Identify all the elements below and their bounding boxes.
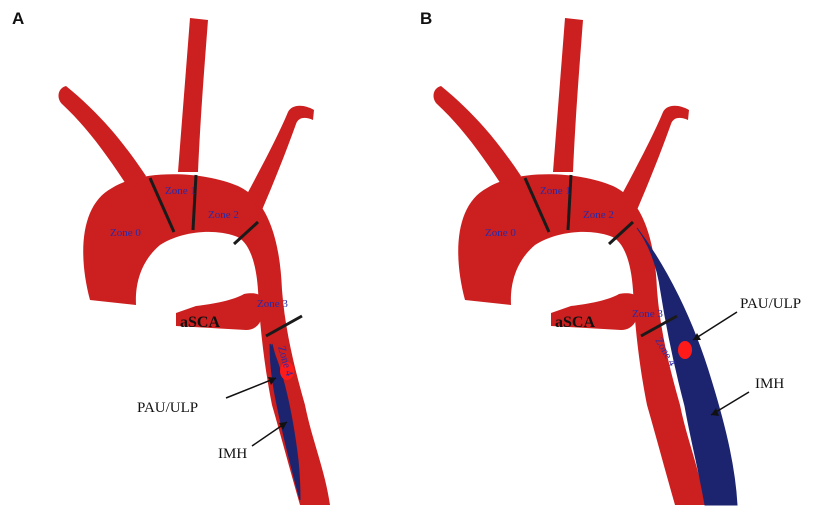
zone-1-label: Zone 1 xyxy=(165,185,196,197)
brachiocephalic-artery xyxy=(433,86,521,190)
aorta-vessel xyxy=(58,18,331,506)
aberrant-subclavian-artery xyxy=(551,293,639,330)
zone-boundaries xyxy=(148,174,303,338)
asca-label: aSCA xyxy=(555,314,595,331)
panel-a: A Zone 0 Zone 1 Zone 2 xyxy=(0,0,414,530)
ulcer-arrow xyxy=(692,311,738,341)
hematoma-label: IMH xyxy=(218,446,247,462)
zone-2-label: Zone 2 xyxy=(583,209,614,221)
aortic-arch-diagram-a: A Zone 0 Zone 1 Zone 2 xyxy=(12,9,331,506)
ulcer-arrow xyxy=(225,377,277,399)
zone-boundary-1-2 xyxy=(191,174,198,231)
ulcer-label: PAU/ULP xyxy=(740,296,801,312)
penetrating-ulcer xyxy=(280,362,294,380)
aberrant-subclavian-artery xyxy=(176,293,264,330)
zone-3-label: Zone 3 xyxy=(632,308,663,320)
aortic-arch xyxy=(83,174,331,506)
left-common-carotid-artery xyxy=(178,18,208,172)
zone-boundary-3-4 xyxy=(640,314,678,338)
intramural-hematoma xyxy=(636,227,738,506)
penetrating-ulcer xyxy=(678,341,692,359)
zone-boundary-1-2 xyxy=(566,174,573,231)
ulcer-arrow-head xyxy=(693,333,701,340)
zone-0-label: Zone 0 xyxy=(485,227,516,239)
zone-2-label: Zone 2 xyxy=(208,209,239,221)
zone-boundaries xyxy=(523,174,678,338)
panel-letter: A xyxy=(12,9,24,28)
left-common-carotid-artery xyxy=(553,18,583,172)
zone-boundary-0-1 xyxy=(523,177,551,233)
ulcer-arrow-head xyxy=(268,377,276,385)
intramural-hematoma-band xyxy=(269,343,301,501)
panel-b: B Zone 0 Zone 1 Zone 2 Zone 3 Zone 4 aSC… xyxy=(375,0,801,530)
zone-boundary-2-3 xyxy=(232,220,260,246)
ulcer-label: PAU/ULP xyxy=(137,400,198,416)
aortic-arch xyxy=(458,174,705,506)
aortic-arch-diagram-b: B Zone 0 Zone 1 Zone 2 Zone 3 Zone 4 aSC… xyxy=(420,9,801,506)
panel-letter: B xyxy=(420,9,432,28)
hematoma-arrow-head xyxy=(279,422,287,430)
left-subclavian-artery xyxy=(246,105,314,210)
zone-boundary-2-3 xyxy=(607,220,635,246)
hematoma-arrow xyxy=(710,391,750,416)
zone-1-label: Zone 1 xyxy=(540,185,571,197)
left-subclavian-artery xyxy=(621,105,689,210)
brachiocephalic-artery xyxy=(58,86,146,190)
hematoma-label: IMH xyxy=(755,376,784,392)
zone-boundary-3-4 xyxy=(265,314,303,338)
asca-label: aSCA xyxy=(180,314,220,331)
zone-0-label: Zone 0 xyxy=(110,227,141,239)
zone-3-label: Zone 3 xyxy=(257,298,288,310)
hematoma-arrow-head xyxy=(711,408,719,416)
zone-boundary-0-1 xyxy=(148,177,176,233)
aorta-vessel xyxy=(433,18,705,506)
